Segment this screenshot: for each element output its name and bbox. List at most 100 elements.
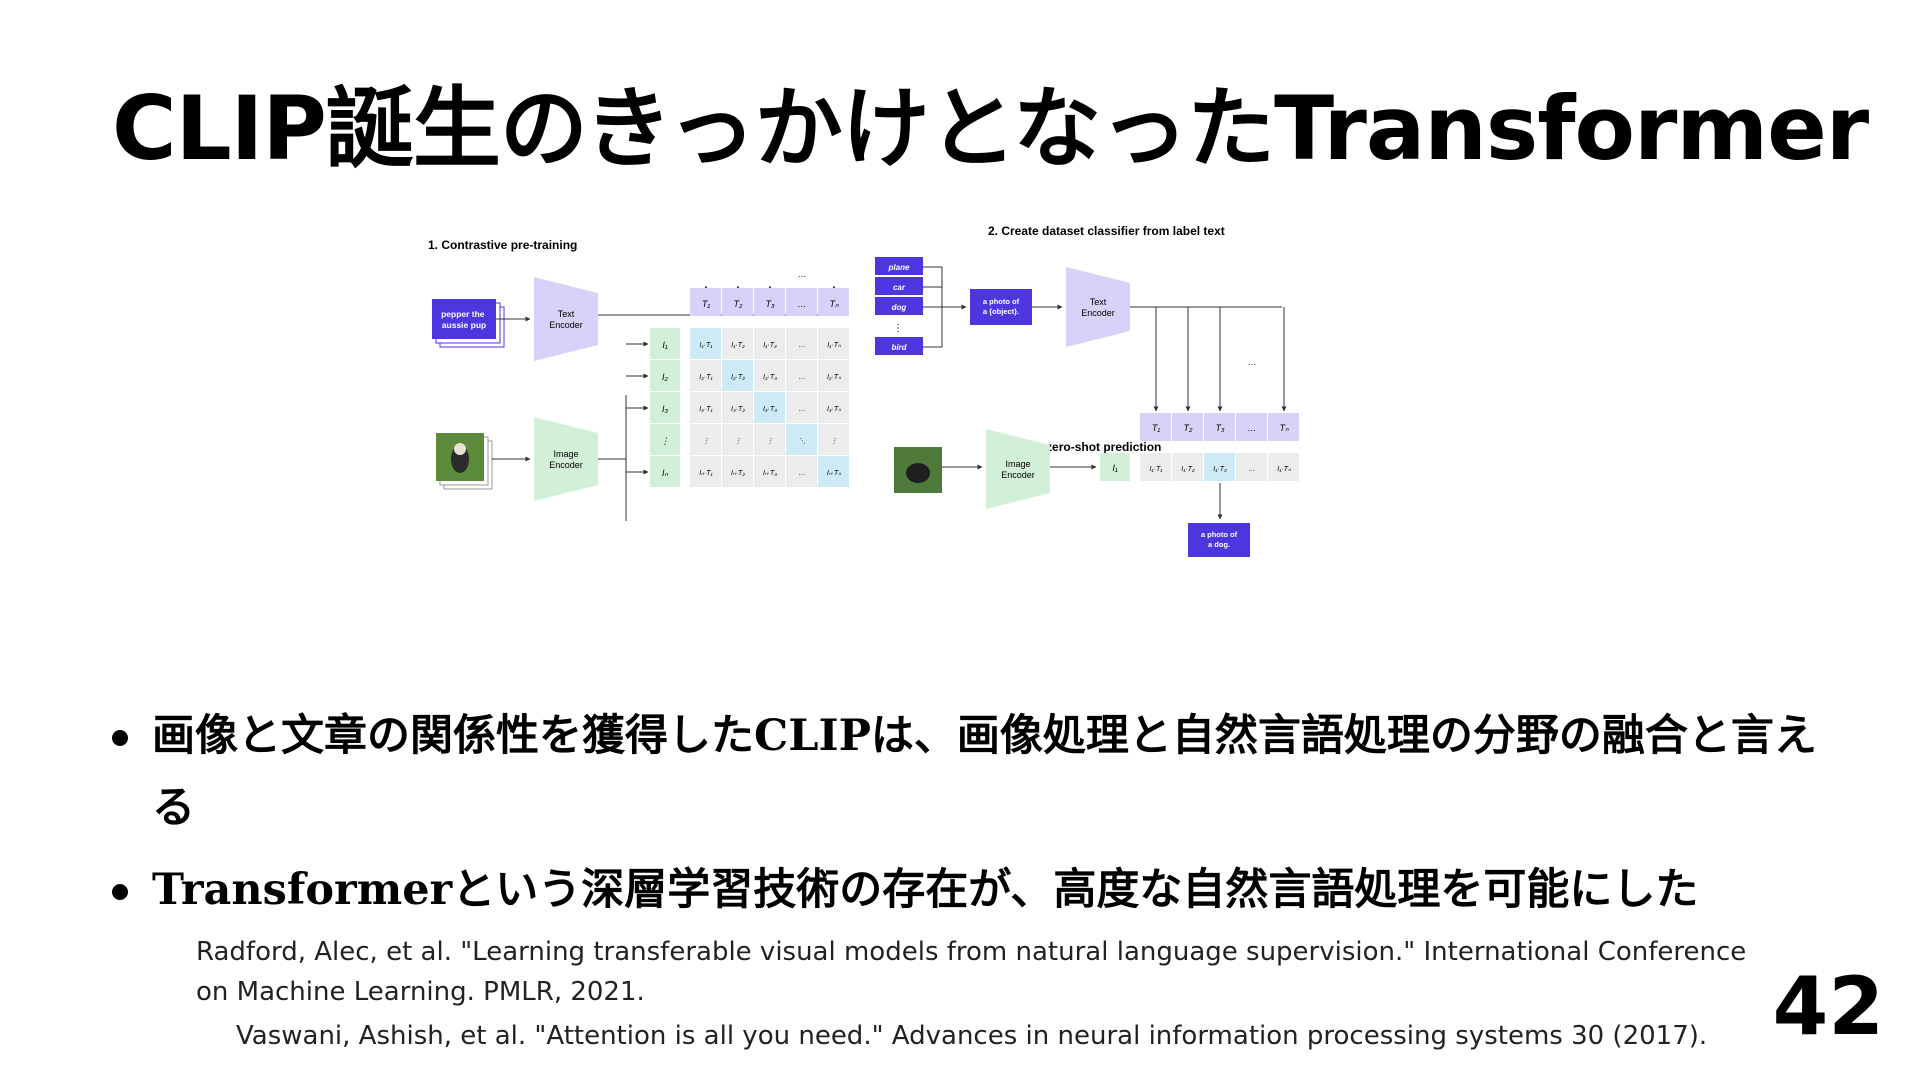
image-token-cell (650, 328, 680, 359)
similarity-label: I₃·Tₙ (827, 406, 841, 413)
similarity-label: I₂·T₂ (731, 374, 745, 381)
section1-title: 1. Contrastive pre-training (428, 238, 577, 252)
text-token-label: T₁ (702, 299, 710, 309)
similarity-label: I₁·T₁ (1150, 466, 1164, 473)
image-token-cell (650, 424, 680, 455)
image-stack (436, 433, 493, 490)
similarity-cell (722, 328, 753, 359)
image-token-label: I₁ (662, 340, 668, 350)
caption-stack: pepper the aussie pup (432, 299, 505, 348)
text-token-label: T₃ (765, 299, 774, 309)
image-token-label: I₃ (662, 404, 669, 414)
similarity-cell (818, 392, 849, 423)
text-token-cell (1204, 413, 1235, 441)
similarity-label: I₂·Tₙ (827, 374, 841, 381)
image-token-cell (650, 456, 680, 487)
similarity-cell (786, 360, 817, 391)
similarity-label: I₃·T₂ (731, 406, 745, 413)
section2-title: 2. Create dataset classifier from label … (988, 224, 1225, 238)
similarity-cell (1140, 453, 1171, 481)
similarity-label: I₂·T₃ (763, 374, 777, 381)
text-token-cell (754, 288, 785, 316)
text-token-cell (818, 288, 849, 316)
text-token-label: … (798, 299, 807, 309)
similarity-cell (754, 392, 785, 423)
similarity-cell (818, 424, 849, 455)
similarity-label: ⋱ (799, 438, 806, 445)
similarity-cell (1268, 453, 1299, 481)
text-token-cell (1268, 413, 1299, 441)
prediction-box (1188, 523, 1250, 557)
text-token-cell (1140, 413, 1171, 441)
similarity-cell (722, 392, 753, 423)
text-token-label: T₂ (1184, 423, 1193, 433)
image-token-label: ⋮ (661, 436, 670, 446)
similarity-cell (690, 424, 721, 455)
similarity-cell (786, 456, 817, 487)
bullet-item: 画像と文章の関係性を獲得したCLIPは、画像処理と自然言語処理の分野の融合と言え… (112, 700, 1832, 844)
similarity-label: … (1249, 466, 1256, 473)
similarity-label: Iₙ·T₃ (763, 470, 777, 477)
similarity-label: ⋮ (735, 438, 742, 445)
label-text: plane (888, 263, 910, 272)
label-box (875, 257, 923, 275)
label-text: bird (891, 343, 907, 352)
similarity-label: … (799, 342, 806, 349)
similarity-label: Iₙ·T₁ (699, 470, 713, 477)
image-token-label: I₁ (1112, 463, 1118, 473)
similarity-label: … (799, 470, 806, 477)
image-token-cell (650, 392, 680, 423)
similarity-cell (690, 328, 721, 359)
reference-1: Radford, Alec, et al. "Learning transfer… (196, 937, 1747, 1007)
label-box (875, 337, 923, 355)
text-token-cell (1172, 413, 1203, 441)
similarity-cell (690, 456, 721, 487)
label-box (875, 277, 923, 295)
similarity-cell (1236, 453, 1267, 481)
text-token-label: T₁ (1152, 423, 1160, 433)
text-token-label: Tₙ (1279, 423, 1288, 433)
text-token-label: T₂ (734, 299, 743, 309)
similarity-cell (722, 456, 753, 487)
similarity-cell (754, 456, 785, 487)
similarity-label: I₁·T₃ (763, 342, 777, 349)
image-token-cell (650, 360, 680, 391)
similarity-cell (818, 328, 849, 359)
similarity-cell (786, 424, 817, 455)
similarity-cell (754, 328, 785, 359)
similarity-cell (690, 360, 721, 391)
label-ellipsis: ⋮ (893, 323, 903, 334)
similarity-label: I₃·T₃ (763, 406, 777, 413)
label-text: dog (892, 303, 907, 312)
similarity-label: I₃·T₁ (699, 406, 713, 413)
similarity-label: I₁·T₃ (1213, 466, 1227, 473)
similarity-cell (754, 360, 785, 391)
text-token-cell (786, 288, 817, 316)
page-number: 42 (1772, 960, 1884, 1053)
reference-2: Vaswani, Ashish, et al. "Attention is al… (236, 1021, 1708, 1051)
similarity-cell (722, 424, 753, 455)
clip-diagram: 1. Contrastive pre-training 2. Create da… (420, 215, 1510, 635)
similarity-label: … (799, 406, 806, 413)
similarity-label: I₁·Tₙ (827, 342, 841, 349)
similarity-label: I₁·T₂ (1181, 466, 1195, 473)
similarity-cell (690, 392, 721, 423)
slide-title: CLIP誕生のきっかけとなったTransformer (112, 77, 1869, 180)
references: Radford, Alec, et al. "Learning transfer… (196, 932, 1756, 1056)
similarity-cell (818, 360, 849, 391)
similarity-label: … (799, 374, 806, 381)
image-encoder-1 (534, 417, 598, 501)
similarity-label: Iₙ·T₂ (731, 470, 745, 477)
similarity-cell (1204, 453, 1235, 481)
text-token-label: … (1248, 423, 1257, 433)
similarity-cell (786, 328, 817, 359)
similarity-label: I₁·Tₙ (1277, 466, 1291, 473)
caption-line-1: pepper the (441, 309, 485, 319)
similarity-label: ⋮ (703, 438, 710, 445)
label-text: car (893, 283, 906, 292)
label-box (875, 297, 923, 315)
text-token-cell (1236, 413, 1267, 441)
